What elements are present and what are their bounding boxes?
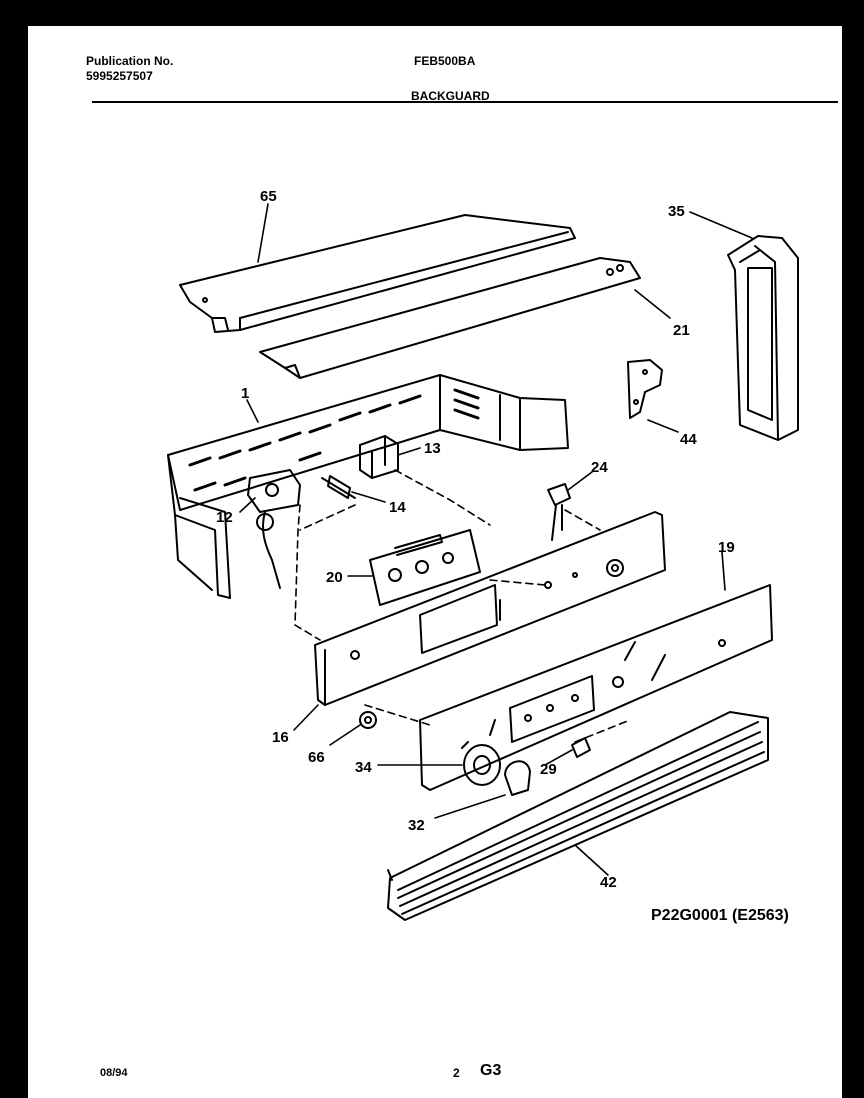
callout-34: 34: [355, 759, 372, 776]
callout-21: 21: [673, 322, 690, 339]
publication-label: Publication No.: [86, 54, 174, 68]
callout-29: 29: [540, 761, 557, 778]
part-1-backguard: [167, 374, 569, 599]
part-14-terminal: [321, 475, 356, 499]
part-21-trim: [259, 257, 641, 379]
callout-35: 35: [668, 203, 685, 220]
callout-12: 12: [216, 509, 233, 526]
publication-number: 5995257507: [86, 69, 153, 83]
part-35-end-cap: [727, 235, 799, 441]
part-34-dial: [461, 741, 501, 786]
callout-14: 14: [389, 499, 406, 516]
callout-19: 19: [718, 539, 735, 556]
callout-20: 20: [326, 569, 343, 586]
part-20-clock: [369, 529, 481, 606]
scan-border-top: [0, 0, 864, 26]
part-29-lamp: [571, 737, 591, 758]
figure-code: P22G0001 (E2563): [651, 907, 789, 924]
part-44-bracket: [627, 359, 663, 419]
footer-date: 08/94: [100, 1067, 128, 1079]
part-42-trim-strip: [387, 711, 769, 921]
model-number: FEB500BA: [414, 54, 476, 68]
footer-page-number: 2: [453, 1066, 460, 1080]
callout-32: 32: [408, 817, 425, 834]
part-24-lamp-holder: [547, 483, 571, 541]
callout-44: 44: [680, 431, 697, 448]
part-65-top-cover: [179, 214, 576, 333]
header-rule: [92, 101, 838, 103]
callout-24: 24: [591, 459, 608, 476]
part-16-control-panel: [314, 511, 666, 706]
part-13-switch: [359, 435, 399, 479]
part-66-knob: [359, 711, 377, 729]
part-32-knob: [504, 760, 531, 796]
callout-16: 16: [272, 729, 289, 746]
callout-13: 13: [424, 440, 441, 457]
section-title: BACKGUARD: [411, 89, 490, 103]
leader-lines: [239, 203, 753, 876]
callout-66: 66: [308, 749, 325, 766]
callout-42: 42: [600, 874, 617, 891]
footer-section-code: G3: [480, 1062, 502, 1079]
callout-1: 1: [241, 385, 249, 402]
assembly-dash-lines: [294, 469, 631, 743]
part-19-overlay: [419, 584, 773, 791]
scan-border-right: [842, 0, 864, 1098]
scan-border-left: [0, 0, 28, 1098]
callout-65: 65: [260, 188, 277, 205]
part-12-thermostat: [247, 469, 301, 589]
